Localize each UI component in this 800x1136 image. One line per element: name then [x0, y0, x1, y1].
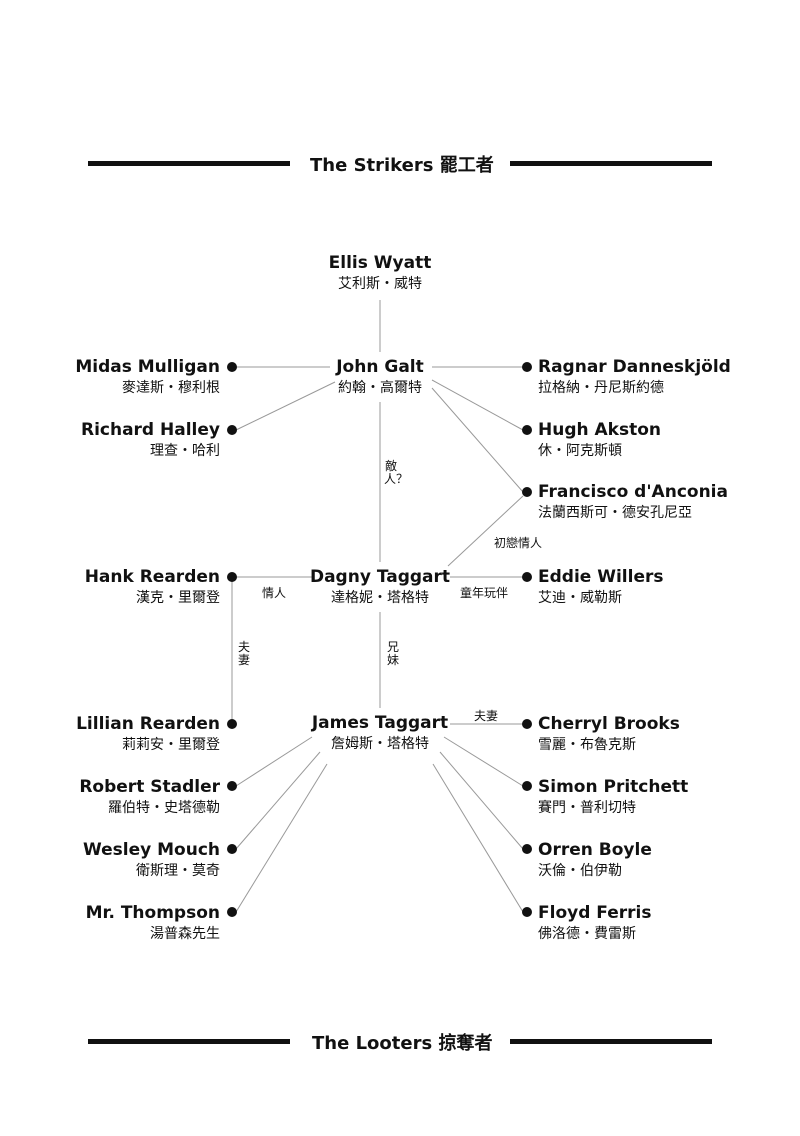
name-zh: 漢克・里爾登: [136, 590, 220, 606]
name-zh: 羅伯特・史塔德勒: [108, 800, 220, 816]
dot-hugh: [522, 425, 532, 435]
relation-spouse-rearden-label: 夫妻: [237, 640, 250, 667]
name-zh: 雪麗・布魯克斯: [538, 737, 636, 753]
name-en: Robert Stadler: [79, 777, 220, 797]
dot-cherryl: [522, 719, 532, 729]
node-floyd-ferris: Floyd Ferris 佛洛德・費雷斯: [538, 902, 651, 944]
name-zh: 拉格納・丹尼斯約德: [538, 380, 664, 396]
node-midas-mulligan: Midas Mulligan 麥達斯・穆利根: [40, 356, 220, 398]
link-james-wesley: [235, 751, 321, 850]
dot-thompson: [227, 907, 237, 917]
name-zh: 湯普森先生: [150, 926, 220, 942]
dot-floyd: [522, 907, 532, 917]
link-james-floyd: [432, 763, 524, 913]
dot-midas: [227, 362, 237, 372]
node-richard-halley: Richard Halley 理查・哈利: [40, 419, 220, 461]
name-en: James Taggart: [311, 713, 449, 733]
name-en: Ragnar Danneskjöld: [538, 357, 731, 377]
name-en: Lillian Rearden: [76, 714, 220, 734]
top-bar-left: [88, 161, 290, 166]
name-en: Orren Boyle: [538, 840, 652, 860]
name-zh: 約翰・高爾特: [338, 380, 422, 396]
name-en: Hugh Akston: [538, 420, 662, 440]
relation-spouse-taggart-label: 夫妻: [474, 709, 499, 723]
node-eddie-willers: Eddie Willers 艾迪・威勒斯: [538, 566, 664, 608]
node-ellis-wyatt: Ellis Wyatt 艾利斯・威特: [300, 252, 460, 294]
relation-siblings-label: 兄妹: [386, 640, 399, 667]
name-en: Wesley Mouch: [82, 840, 220, 860]
node-lillian-rearden: Lillian Rearden 莉莉安・里爾登: [40, 713, 220, 755]
top-bar-right: [510, 161, 712, 166]
name-zh: 理查・哈利: [150, 443, 220, 459]
dot-robert: [227, 781, 237, 791]
name-zh: 麥達斯・穆利根: [122, 380, 220, 396]
name-en: Floyd Ferris: [538, 903, 652, 923]
name-zh: 詹姆斯・塔格特: [331, 736, 429, 752]
link-galt-richard: [235, 381, 336, 431]
name-en: John Galt: [336, 357, 424, 377]
dot-ragnar: [522, 362, 532, 372]
link-james-thompson: [235, 763, 328, 913]
node-james-taggart: James Taggart 詹姆斯・塔格特: [290, 712, 470, 754]
dot-lillian: [227, 719, 237, 729]
dot-eddie: [522, 572, 532, 582]
name-en: Richard Halley: [80, 420, 220, 440]
dot-francisco: [522, 487, 532, 497]
node-mr-thompson: Mr. Thompson 湯普森先生: [40, 902, 220, 944]
link-francisco-dagny: [447, 495, 524, 567]
name-en: Hank Rearden: [84, 567, 220, 587]
node-cherryl-brooks: Cherryl Brooks 雪麗・布魯克斯: [538, 713, 680, 755]
name-en: Simon Pritchett: [538, 777, 689, 797]
name-en: Francisco d'Anconia: [538, 482, 728, 502]
relation-enemy-label: 敵人？: [384, 459, 409, 486]
node-hugh-akston: Hugh Akston 休・阿克斯頓: [538, 419, 661, 461]
name-zh: 法蘭西斯可・德安孔尼亞: [538, 505, 692, 521]
name-zh: 沃倫・伯伊勒: [538, 863, 622, 879]
name-zh: 休・阿克斯頓: [538, 443, 622, 459]
node-hank-rearden: Hank Rearden 漢克・里爾登: [40, 566, 220, 608]
node-robert-stadler: Robert Stadler 羅伯特・史塔德勒: [40, 776, 220, 818]
link-james-simon: [443, 736, 524, 787]
link-galt-francisco: [431, 387, 524, 493]
node-ragnar-danneskjold: Ragnar Danneskjöld 拉格納・丹尼斯約德: [538, 356, 731, 398]
looters-title: The Looters 掠奪者: [312, 1033, 493, 1054]
dot-richard: [227, 425, 237, 435]
name-zh: 莉莉安・里爾登: [122, 737, 220, 753]
link-james-orren: [439, 751, 524, 850]
name-en: Mr. Thompson: [85, 903, 220, 923]
node-dagny-taggart: Dagny Taggart 達格妮・塔格特: [290, 566, 470, 608]
relation-childhood-label: 童年玩伴: [460, 586, 509, 600]
node-simon-pritchett: Simon Pritchett 賽門・普利切特: [538, 776, 688, 818]
strikers-title: The Strikers 罷工者: [310, 155, 494, 176]
name-zh: 艾利斯・威特: [338, 276, 422, 292]
name-en: Midas Mulligan: [75, 357, 220, 377]
node-wesley-mouch: Wesley Mouch 衛斯理・莫奇: [40, 839, 220, 881]
name-en: Cherryl Brooks: [538, 714, 680, 734]
link-james-robert: [235, 736, 313, 787]
relation-lovers-label: 情人: [262, 586, 287, 600]
dot-simon: [522, 781, 532, 791]
name-zh: 達格妮・塔格特: [331, 590, 429, 606]
name-en: Dagny Taggart: [309, 567, 451, 587]
dot-hank: [227, 572, 237, 582]
node-orren-boyle: Orren Boyle 沃倫・伯伊勒: [538, 839, 652, 881]
dot-orren: [522, 844, 532, 854]
node-john-galt: John Galt 約翰・高爾特: [300, 356, 460, 398]
name-zh: 佛洛德・費雷斯: [538, 926, 636, 942]
relation-first-love-label: 初戀情人: [494, 536, 543, 550]
name-zh: 艾迪・威勒斯: [538, 590, 622, 606]
bottom-bar-right: [510, 1039, 712, 1044]
name-en: Ellis Wyatt: [328, 253, 432, 273]
name-en: Eddie Willers: [538, 567, 664, 587]
bottom-bar-left: [88, 1039, 290, 1044]
name-zh: 賽門・普利切特: [538, 800, 636, 816]
dot-wesley: [227, 844, 237, 854]
node-francisco-danconia: Francisco d'Anconia 法蘭西斯可・德安孔尼亞: [538, 481, 728, 523]
link-galt-hugh: [431, 379, 524, 431]
name-zh: 衛斯理・莫奇: [136, 863, 220, 879]
